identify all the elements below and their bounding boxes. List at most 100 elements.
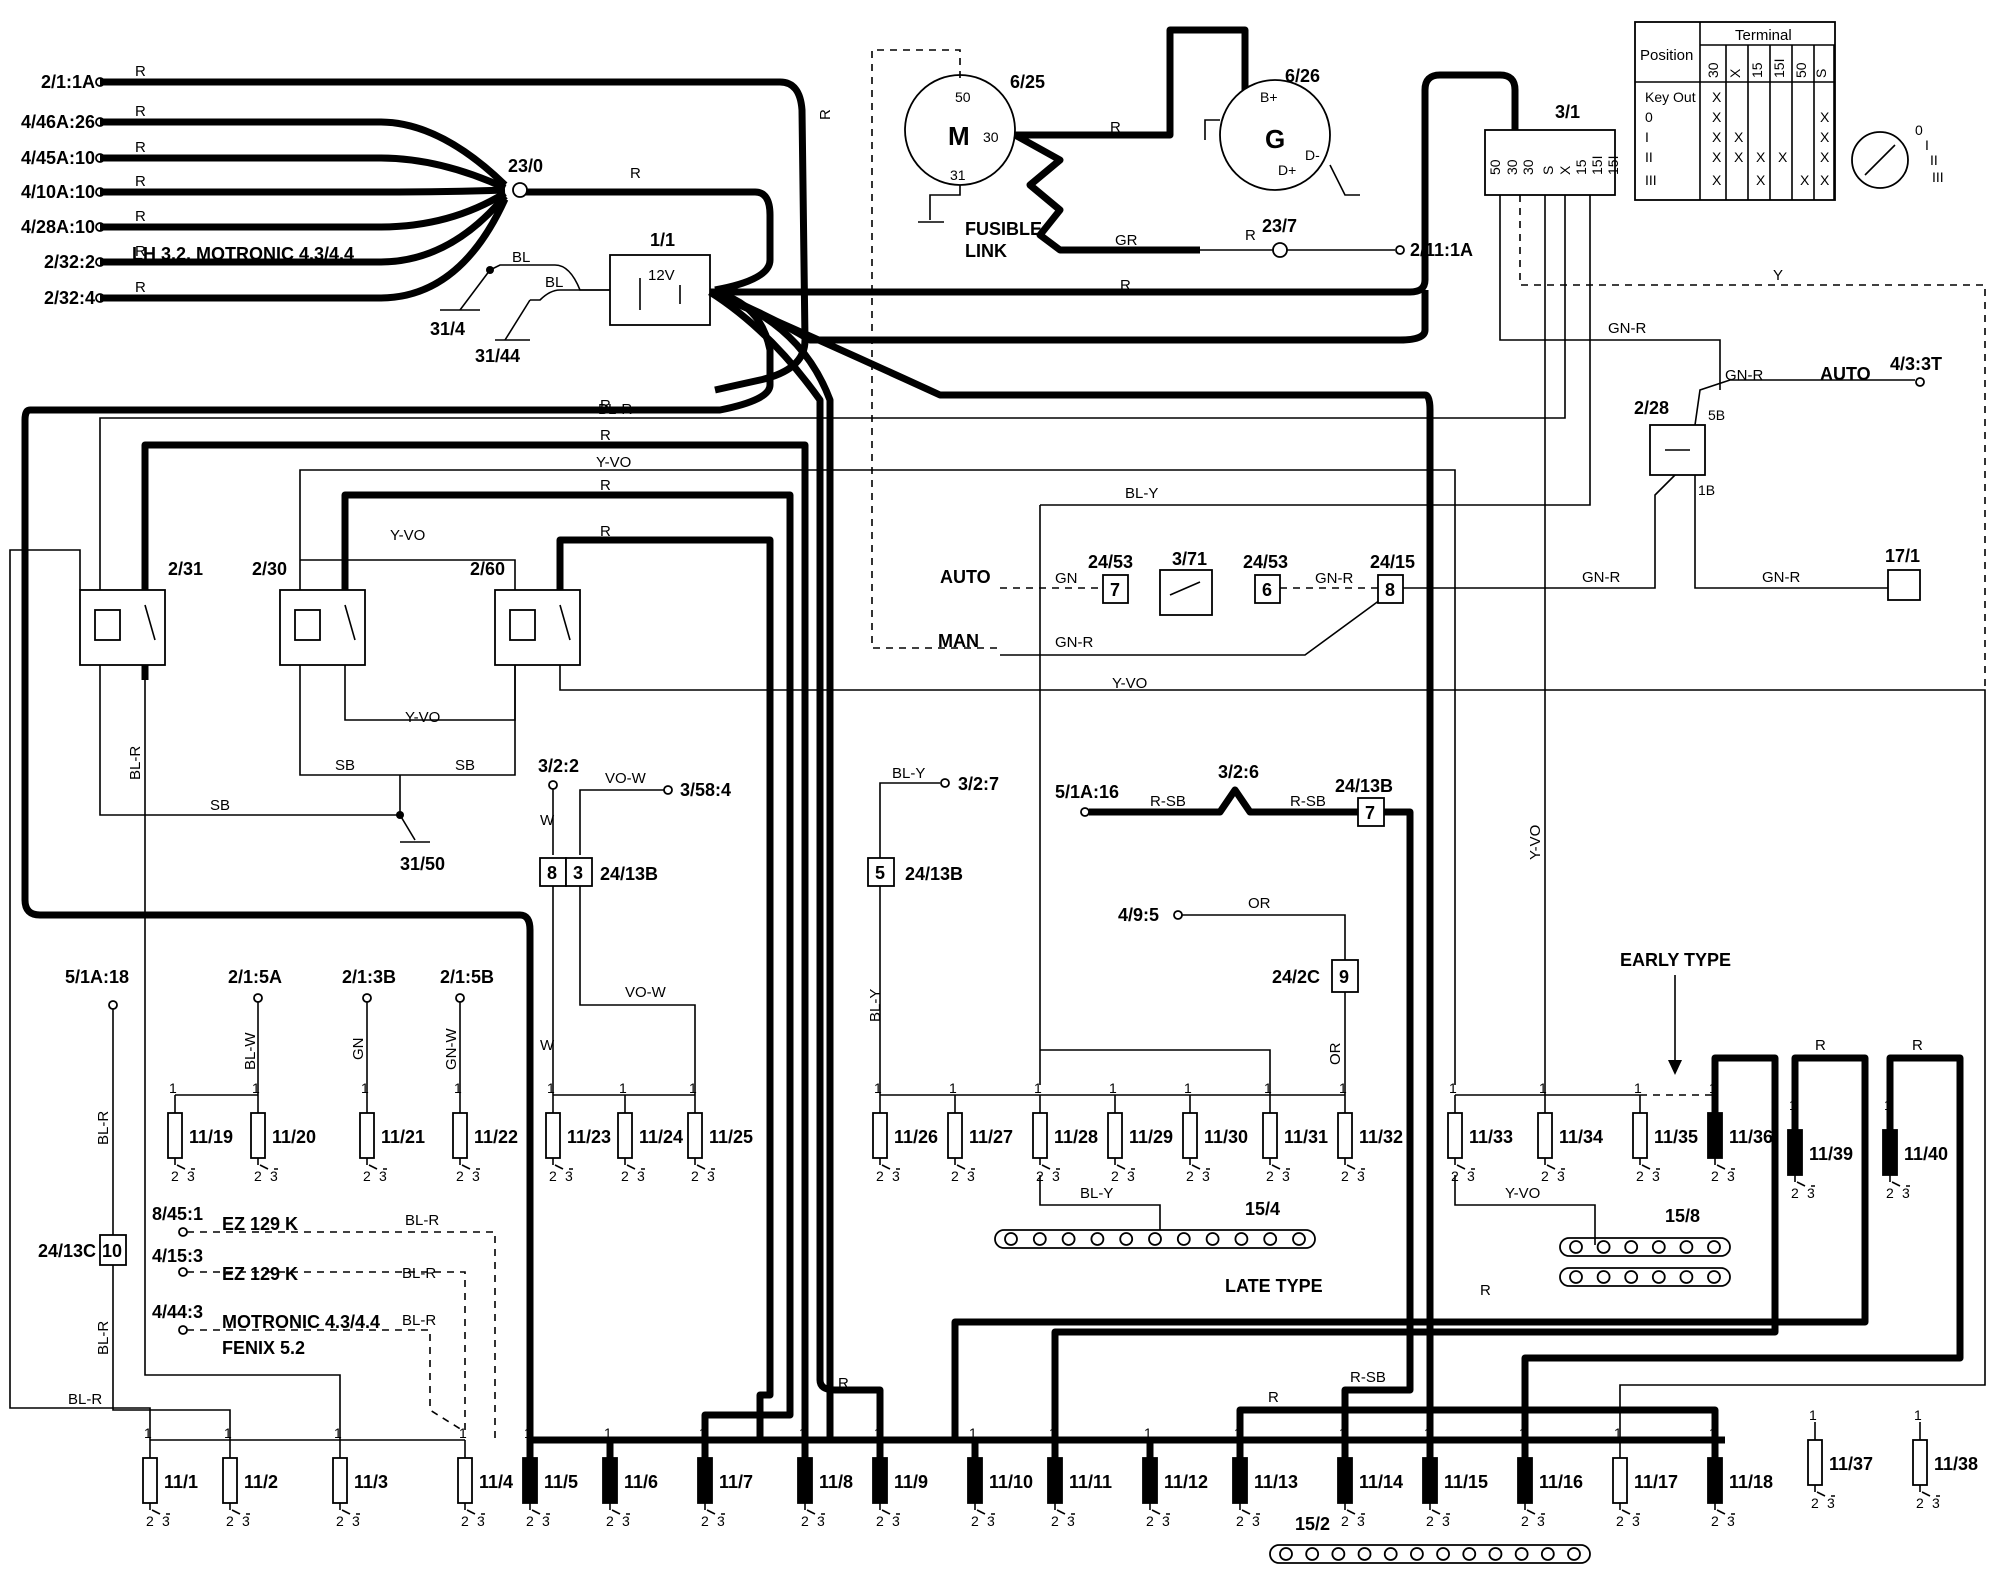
fuse-pin: 2 — [363, 1168, 371, 1184]
fuse-pin: 1 — [1449, 1080, 1457, 1096]
fuse-pin: 3 — [1727, 1168, 1735, 1184]
fuse-pin: 3 — [472, 1168, 480, 1184]
fuse-label: 11/37 — [1829, 1454, 1873, 1474]
table-cell-mark: X — [1734, 129, 1744, 145]
connector-24-53-pin6 — [1254, 574, 1281, 604]
wire-bl-r — [99, 195, 1566, 590]
wire-gnr-17-1 — [1694, 475, 1888, 589]
fuse-icon — [1882, 1129, 1898, 1176]
fuse-pin: 3 — [817, 1513, 825, 1529]
fuse-pin: 1 — [1034, 1080, 1042, 1096]
fuse-pin: 2 — [254, 1168, 262, 1184]
table-position-header: Position — [1640, 47, 1693, 64]
w-blr: BL-R — [598, 401, 632, 418]
early-type-label: EARLY TYPE — [1620, 950, 1731, 970]
w-blr5: BL-R — [68, 1391, 102, 1408]
ez-note-1: EZ 129 K — [222, 1214, 298, 1234]
terminal-2-1-5A-icon — [253, 993, 263, 1003]
wire-red-2-32-2 — [100, 193, 508, 266]
table-cell-mark: X — [1756, 172, 1766, 188]
ground-31-44: 31/44 — [475, 346, 520, 366]
w-rsb3: R-SB — [1350, 1369, 1386, 1386]
fuse-pin: 3 — [1727, 1513, 1735, 1529]
fuse-contact-icon — [704, 1503, 725, 1515]
fuse-label: 11/22 — [474, 1127, 518, 1147]
busbar-pin-icon — [1624, 1270, 1639, 1284]
alternator-label: 6/26 — [1285, 66, 1320, 86]
w-bly1: BL-Y — [1125, 485, 1158, 502]
table-cell-mark: X — [1800, 172, 1810, 188]
fuse-label: 11/4 — [479, 1472, 513, 1492]
fuse-pin: 1 — [799, 1425, 807, 1441]
fuse-label: 11/20 — [272, 1127, 316, 1147]
left-terminal-group: 2/1:1AR4/46A:26R4/45A:10R4/10A:10R4/28A:… — [21, 63, 146, 308]
fuse-contact-icon — [1054, 1503, 1075, 1515]
terminal-2-1-3B-icon — [362, 993, 372, 1003]
wire-red-to-ignition-switch — [710, 71, 1519, 296]
fuse-pin: 2 — [336, 1513, 344, 1529]
table-cell-mark: X — [1820, 109, 1830, 125]
pin-5: 5 — [875, 863, 885, 883]
fuse-pin: 3 — [1467, 1168, 1475, 1184]
fuse-label: 11/18 — [1729, 1472, 1773, 1492]
fuse-pin: 3 — [187, 1168, 195, 1184]
battery-voltage: 12V — [648, 267, 675, 284]
fuse-contact-icon — [1454, 1158, 1475, 1170]
w-w1: W — [540, 812, 555, 829]
fuse-pin: 1 — [619, 1080, 627, 1096]
wire-r-sb-fuse — [1089, 786, 1358, 816]
busbar-pin-icon — [1148, 1232, 1162, 1246]
fuse-icon — [1337, 1112, 1353, 1159]
fuse-icon — [452, 1112, 468, 1159]
terminal-4-3-3T: 4/3:3T — [1890, 354, 1942, 374]
wire-bl-ground-31-4 — [489, 264, 610, 291]
fuse-pin: 1 — [1049, 1425, 1057, 1441]
fuse-icon — [1707, 1457, 1723, 1504]
table-cell-mark: X — [1712, 129, 1722, 145]
wire-man — [1000, 599, 1381, 656]
ignition-switch-pin: 30 — [1520, 159, 1536, 175]
fuse-contact-icon — [624, 1158, 645, 1170]
wire-y-vo-top — [299, 469, 1456, 1085]
fuse-pin: 3 — [1052, 1168, 1060, 1184]
man-label: MAN — [938, 631, 979, 651]
w-blr-relay: BL-R — [127, 746, 144, 780]
fuse-label: 11/19 — [189, 1127, 233, 1147]
wire-red-2-32-4 — [100, 197, 509, 302]
table-cell-mark: X — [1712, 149, 1722, 165]
terminal-3-2-6: 3/2:6 — [1218, 762, 1259, 782]
auto-label: AUTO — [940, 567, 991, 587]
fuse-label: 11/29 — [1129, 1127, 1173, 1147]
fuse-label: 11/14 — [1359, 1472, 1403, 1492]
w-gn: GN — [1055, 570, 1078, 587]
motronic-note: MOTRONIC 4.3/4.4 — [222, 1312, 380, 1332]
fuse-pin: 1 — [874, 1080, 882, 1096]
fuse-pin: 3 — [707, 1168, 715, 1184]
pin-3: 3 — [573, 863, 583, 883]
busbar-pin-icon — [1292, 1232, 1306, 1246]
busbar-pin-icon — [1569, 1240, 1583, 1254]
table-column-header: 30 — [1705, 62, 1721, 78]
busbar-pin-icon — [1679, 1270, 1694, 1284]
w-rsb1: R-SB — [1150, 793, 1186, 810]
busbar-pin-icon — [1462, 1547, 1477, 1561]
busbar-pin-icon — [1707, 1270, 1721, 1284]
busbar-pin-icon — [1569, 1270, 1583, 1284]
w-gnr3: GN-R — [1582, 569, 1620, 586]
wire-r-11-39 — [951, 1054, 1869, 1440]
busbar-pin-icon — [1707, 1240, 1721, 1254]
wire-red-4-46A — [100, 118, 508, 188]
table-cell-mark: X — [1712, 109, 1722, 125]
terminal-4-15-3-icon — [178, 1267, 188, 1277]
w-sb3: SB — [210, 797, 230, 814]
terminal-3-58-4: 3/58:4 — [680, 780, 731, 800]
w-blr6: BL-R — [405, 1212, 439, 1229]
terminal-3-2-2: 3/2:2 — [538, 756, 579, 776]
table-column-header: X — [1727, 68, 1743, 78]
relay-coil-icon — [509, 609, 536, 641]
fuse-icon — [1612, 1457, 1628, 1504]
ignition-switch-pin: X — [1557, 165, 1573, 175]
ground-31-50: 31/50 — [400, 854, 445, 874]
